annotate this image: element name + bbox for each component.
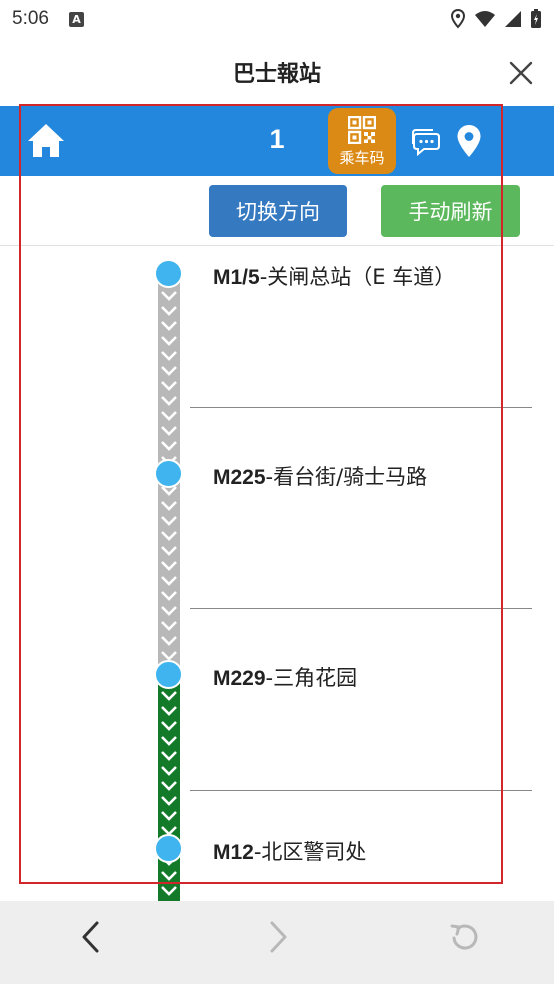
stop-dot [154, 459, 183, 488]
stop-item[interactable]: M229-三角花园 [213, 666, 463, 691]
location-pin-icon [457, 125, 481, 157]
message-icon [412, 129, 440, 157]
stop-dot [154, 259, 183, 288]
reload-icon [450, 924, 478, 950]
battery-icon [531, 9, 541, 28]
stop-dot [154, 834, 183, 863]
qr-code-button[interactable]: 乘车码 [328, 108, 396, 174]
forward-chevron-icon [270, 921, 287, 953]
back-button[interactable] [76, 917, 106, 957]
stop-divider [190, 608, 532, 609]
chevron-pattern-upcoming [158, 674, 180, 901]
message-button[interactable] [411, 128, 441, 157]
stop-code: M225 [213, 466, 266, 489]
stop-code: M229 [213, 667, 266, 690]
status-bar: 5:06 A [0, 0, 554, 38]
stop-item[interactable]: M1/5-关闸总站（E 车道） [213, 265, 463, 290]
home-icon [28, 124, 64, 157]
close-icon [509, 61, 533, 85]
stop-divider [190, 407, 532, 408]
bottom-nav [0, 901, 554, 984]
qr-code-icon [348, 116, 376, 144]
stop-code: M1/5 [213, 266, 260, 289]
back-chevron-icon [82, 921, 99, 953]
stop-name: -看台街/骑士马路 [265, 465, 428, 489]
status-time: 5:06 [12, 8, 49, 29]
action-row: 切换方向 手动刷新 [0, 176, 554, 246]
stop-code: M12 [213, 841, 254, 864]
home-button[interactable] [26, 122, 66, 160]
manual-refresh-button[interactable]: 手动刷新 [381, 185, 520, 237]
stop-divider [190, 790, 532, 791]
stop-item[interactable]: M225-看台街/骑士马路 [213, 465, 463, 490]
app-icon: A [68, 11, 84, 27]
wifi-icon [475, 11, 495, 27]
stop-name: -北区警司处 [253, 840, 367, 864]
route-header: 1 乘车码 [0, 106, 554, 176]
route-track-upcoming [158, 674, 180, 901]
status-icons [450, 9, 542, 29]
stop-name: -关闸总站（E 车道） [259, 265, 456, 289]
stop-item[interactable]: M12-北区警司处 [213, 840, 463, 865]
reload-button[interactable] [444, 917, 484, 957]
signal-icon [505, 11, 521, 27]
title-bar: 巴士報站 [0, 38, 554, 106]
route-number: 1 [269, 124, 285, 154]
stop-dot [154, 660, 183, 689]
switch-direction-button[interactable]: 切换方向 [209, 185, 347, 237]
qr-code-label: 乘车码 [339, 149, 385, 167]
stop-name: -三角花园 [265, 666, 358, 690]
forward-button[interactable] [263, 917, 293, 957]
page-title: 巴士報站 [232, 62, 321, 87]
close-button[interactable] [506, 58, 536, 88]
stop-list[interactable]: M1/5-关闸总站（E 车道） M225-看台街/骑士马路 M229-三角花园 … [0, 246, 554, 901]
location-button[interactable] [456, 124, 482, 158]
location-icon [450, 9, 466, 29]
